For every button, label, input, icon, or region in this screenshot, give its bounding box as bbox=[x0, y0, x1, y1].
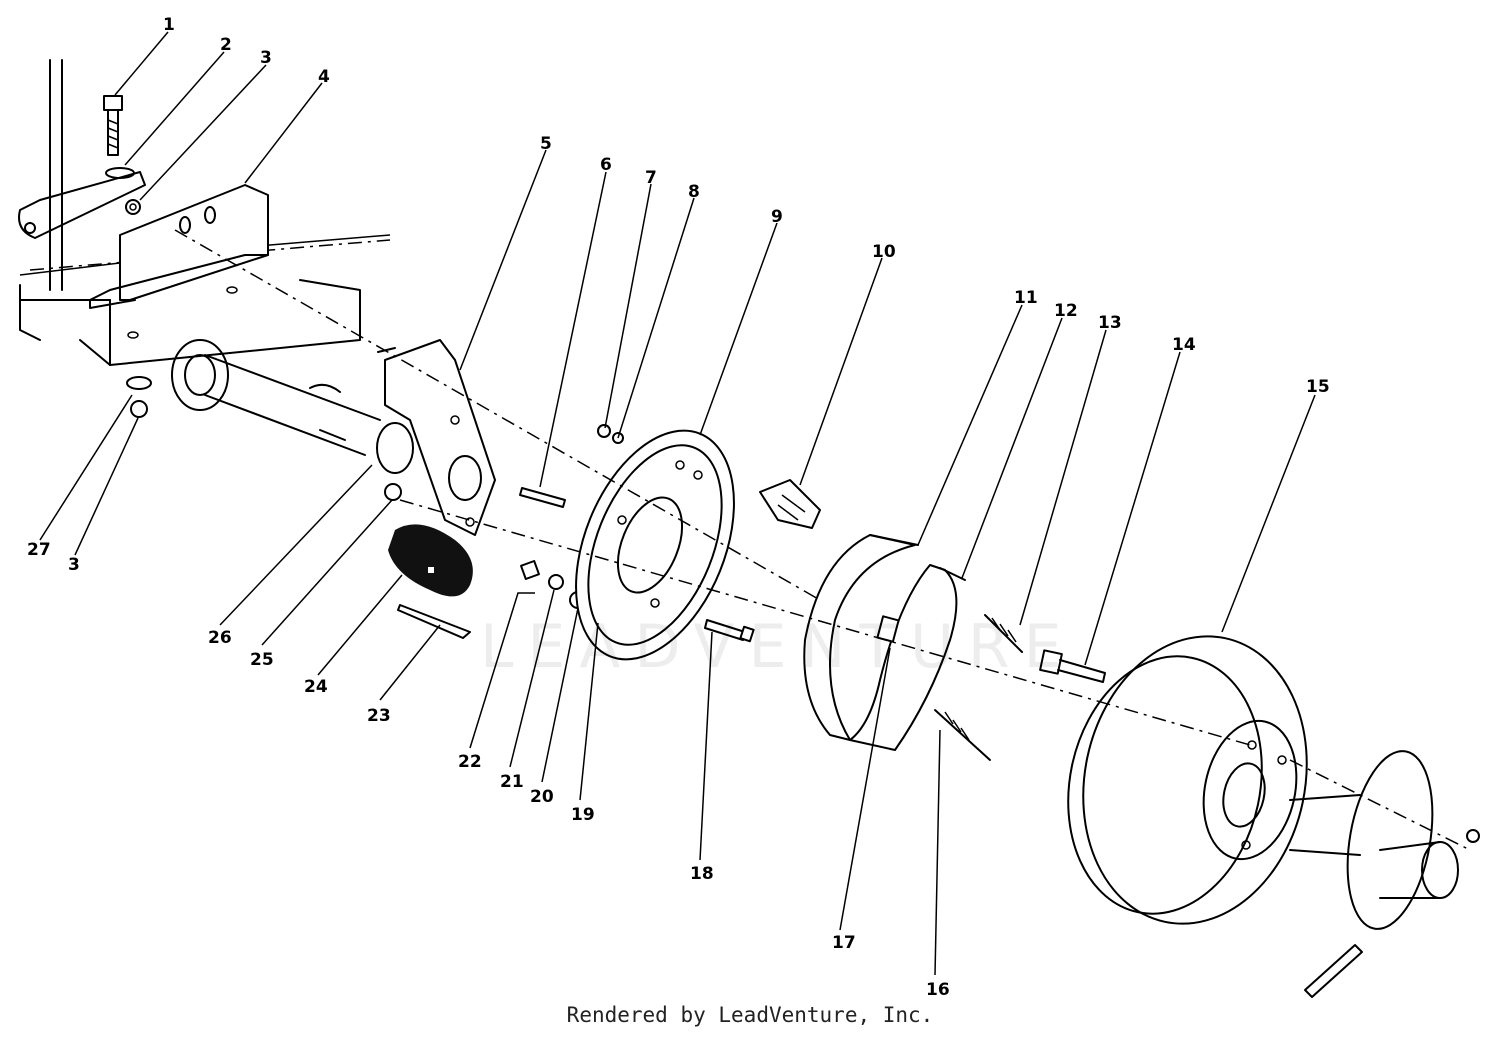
part-8-washer bbox=[612, 432, 624, 444]
part-27-washer bbox=[126, 376, 152, 390]
callout-18: 18 bbox=[690, 864, 714, 884]
callout-16: 16 bbox=[926, 980, 950, 1000]
callout-15: 15 bbox=[1306, 377, 1330, 397]
callout-14: 14 bbox=[1172, 335, 1196, 355]
leader-lines bbox=[39, 31, 1316, 976]
callout-23: 23 bbox=[367, 706, 391, 726]
chassis-frame bbox=[19, 59, 414, 474]
hub-bolt bbox=[1304, 944, 1363, 998]
part-18-bolt bbox=[704, 619, 755, 643]
part-3-nut-lower bbox=[130, 400, 148, 418]
callout-2: 2 bbox=[220, 35, 232, 55]
callout-24: 24 bbox=[304, 677, 328, 697]
part-15-brake-drum bbox=[1067, 635, 1308, 925]
part-2-lever bbox=[18, 167, 146, 239]
callout-8: 8 bbox=[688, 182, 700, 202]
part-14-bolt bbox=[1039, 649, 1106, 683]
part-4-bracket bbox=[89, 184, 269, 339]
part-13-spring bbox=[984, 614, 1023, 653]
callout-10: 10 bbox=[872, 242, 896, 262]
callout-11: 11 bbox=[1014, 288, 1038, 308]
callout-17: 17 bbox=[832, 933, 856, 953]
part-9-backing-plate bbox=[575, 429, 735, 661]
part-3-nut-upper bbox=[125, 199, 141, 215]
part-23-cotter-pin bbox=[397, 604, 471, 639]
callout-22: 22 bbox=[458, 752, 482, 772]
part-25-nut bbox=[384, 483, 402, 501]
callout-12: 12 bbox=[1054, 301, 1078, 321]
callout-26: 26 bbox=[208, 628, 232, 648]
callout-13: 13 bbox=[1098, 313, 1122, 333]
callout-5: 5 bbox=[540, 134, 552, 154]
callout-3-lower: 3 bbox=[68, 555, 80, 575]
part-21-nut bbox=[548, 574, 564, 590]
hub-flange bbox=[1289, 750, 1480, 930]
callout-25: 25 bbox=[250, 650, 274, 670]
callout-labels: 1 2 3 4 5 6 7 8 9 10 11 12 13 14 15 16 1… bbox=[27, 15, 1330, 1000]
callout-1: 1 bbox=[163, 15, 175, 35]
callout-19: 19 bbox=[571, 805, 595, 825]
part-22-screw bbox=[520, 560, 540, 580]
callout-27: 27 bbox=[27, 540, 51, 560]
part-6-pin bbox=[519, 487, 566, 508]
callout-4: 4 bbox=[318, 67, 330, 87]
part-7-nut bbox=[597, 424, 611, 438]
callout-3: 3 bbox=[260, 48, 272, 68]
callout-6: 6 bbox=[600, 155, 612, 175]
callout-21: 21 bbox=[500, 772, 524, 792]
credit-text: Rendered by LeadVenture, Inc. bbox=[566, 1003, 934, 1027]
part-1-bolt bbox=[103, 95, 123, 156]
part-24-brake-pad bbox=[388, 524, 473, 597]
callout-20: 20 bbox=[530, 787, 554, 807]
part-5-mounting-plate bbox=[377, 339, 496, 536]
callout-9: 9 bbox=[771, 207, 783, 227]
part-16-spring bbox=[934, 709, 991, 761]
part-10-cam bbox=[759, 479, 821, 529]
callout-7: 7 bbox=[645, 168, 657, 188]
